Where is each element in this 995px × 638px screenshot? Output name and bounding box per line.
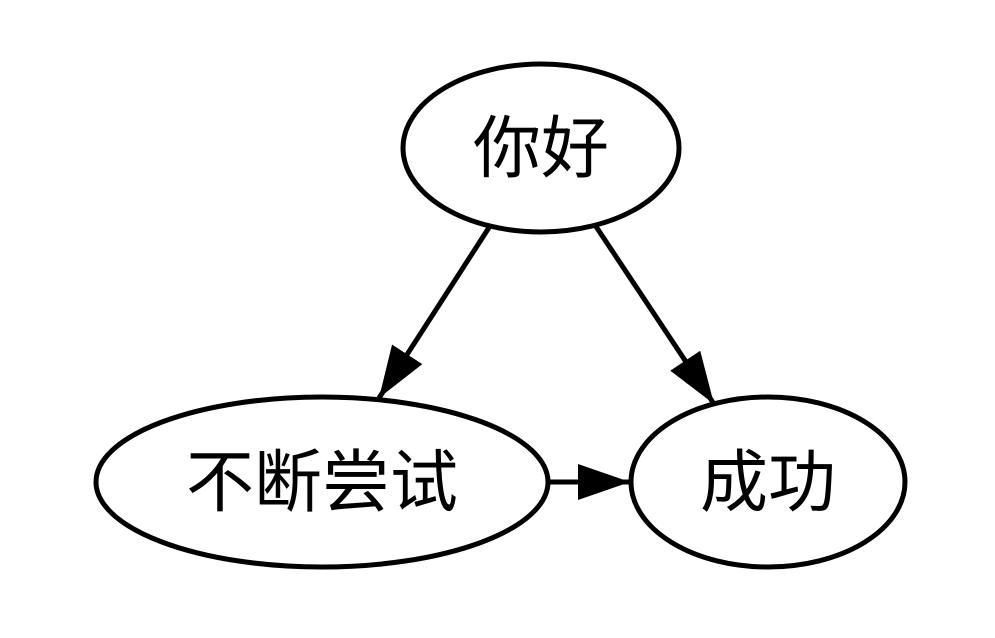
node-ellipse-keep-trying <box>93 394 551 570</box>
node-ellipse-success <box>628 394 908 570</box>
edge-hello-to-success <box>592 223 717 406</box>
node-label-success: 成功 <box>700 444 836 523</box>
edge-hello-to-keep-trying <box>376 224 493 400</box>
node-label-hello: 你好 <box>473 110 609 189</box>
node-ellipse-hello <box>400 61 682 235</box>
node-label-keep-trying: 不断尝试 <box>186 444 458 523</box>
